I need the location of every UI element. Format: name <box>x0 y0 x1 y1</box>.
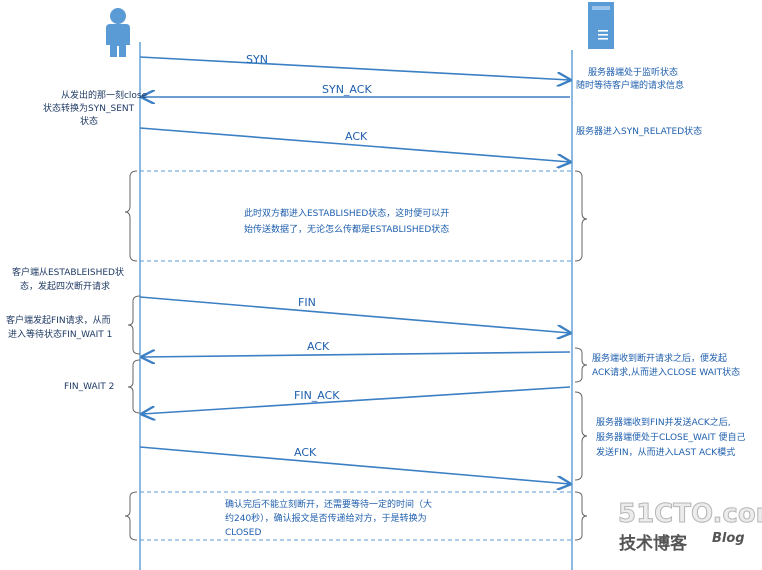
brace-left-established <box>124 170 138 262</box>
user-icon <box>106 8 130 57</box>
ack1-label: ACK <box>345 130 368 143</box>
fin-ack-label: FIN_ACK <box>294 389 340 402</box>
note-close-to-syn-sent: 从发出的那一刻close 状态转换为SYN_SENT 状态 <box>43 89 150 127</box>
watermark-blog: Blog <box>712 531 745 546</box>
ack2-label: ACK <box>307 340 330 353</box>
watermark-site: 51CTO.com <box>618 499 762 529</box>
note-fin-wait-1: 客户端发起FIN请求，从而 进入等待状态FIN_WAIT 1 <box>6 314 113 340</box>
ack2-arrow <box>142 352 571 357</box>
brace-right-closed <box>574 491 588 541</box>
note-last-ack: 服务器端收到FIN并发送ACK之后, 服务器端便处于CLOSE_WAIT 便自己… <box>596 416 748 458</box>
note-client-from-established: 客户端从ESTABLEISHED状 态，发起四次断开请求 <box>12 266 127 292</box>
ack1-arrow <box>139 127 570 162</box>
syn-ack-label: SYN_ACK <box>322 83 372 96</box>
note-syn-related: 服务器进入SYN_RELATED状态 <box>576 125 702 137</box>
brace-last-ack <box>574 391 588 481</box>
watermark-sub: 技术博客 <box>619 533 688 554</box>
ack3-arrow <box>139 446 570 484</box>
syn-label: SYN <box>246 53 268 66</box>
fin1-label: FIN <box>298 296 316 309</box>
note-close-wait: 服务端收到断开请求之后，便发起 ACK请求,从而进入CLOSE WAIT状态 <box>592 352 740 378</box>
brace-fin-wait-2 <box>127 359 141 414</box>
fin-ack-arrow <box>142 386 571 414</box>
note-closed: 确认完后不能立刻断开，还需要等待一定的时间（大 约240秒），确认报文是否传递给… <box>225 498 435 538</box>
brace-close-wait <box>574 347 588 383</box>
syn-arrow <box>139 56 570 80</box>
fin1-arrow <box>139 296 570 333</box>
ack3-label: ACK <box>294 446 317 459</box>
brace-fin-wait-1 <box>127 295 141 355</box>
server-icon <box>588 2 614 49</box>
note-established: 此时双方都进入ESTABLISHED状态，这时便可以开 始传送数据了，无论怎么传… <box>244 207 452 235</box>
note-server-listen: 服务器端处于监听状态 随时等待客户端的请求信息 <box>576 66 684 91</box>
note-fin-wait-2: FIN_WAIT 2 <box>64 382 114 392</box>
brace-left-closed <box>124 491 138 541</box>
watermark-51cto: 51CTO.com 技术博客 Blog <box>618 499 762 555</box>
brace-right-established <box>574 170 588 262</box>
